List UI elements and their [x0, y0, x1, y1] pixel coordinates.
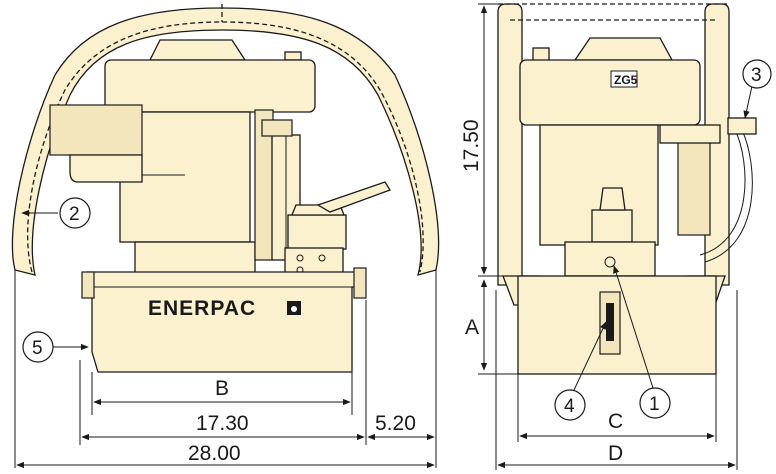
dimension-c-label: C [608, 410, 623, 433]
side-manifold [564, 241, 656, 277]
side-view: ZG5 [497, 3, 757, 375]
front-fill-cap [284, 51, 302, 61]
side-dimensions: 17.50 A C D [460, 3, 738, 470]
svg-text:1: 1 [649, 394, 660, 415]
callout-4 [554, 389, 586, 421]
dimension-28-00-label: 28.00 [188, 442, 241, 465]
brand-logo: ENERPAC [148, 297, 256, 320]
side-motor-cap [573, 37, 674, 61]
callout-1 [639, 387, 671, 419]
dimension-5-20-label: 5.20 [375, 412, 416, 435]
dimension-17-30-label: 17.30 [196, 412, 249, 435]
dimension-d-label: D [608, 442, 623, 465]
svg-text:2: 2 [69, 204, 80, 225]
dimension-a-label: A [465, 316, 479, 339]
dimension-b-label: B [215, 377, 229, 400]
callout-2 [59, 197, 91, 229]
side-model-badge [610, 70, 638, 88]
front-motor-top [104, 59, 316, 113]
front-motor-cap [148, 39, 247, 61]
front-electrical-box [49, 104, 143, 156]
front-valve-handle [316, 181, 391, 213]
callouts: 2 5 3 1 4 [21, 59, 772, 421]
side-motor-top [519, 59, 701, 126]
side-valve-stack [591, 209, 633, 243]
dimension-17-50-label: 17.50 [460, 119, 483, 172]
front-valve-block [287, 214, 347, 250]
front-view: ENERPAC [11, 4, 440, 373]
front-dimensions: B 17.30 5.20 28.00 [14, 270, 437, 469]
svg-text:ZG5: ZG5 [614, 73, 638, 87]
callout-3 [742, 59, 772, 89]
svg-text:3: 3 [751, 65, 762, 86]
svg-text:5: 5 [32, 338, 43, 359]
front-motor-base [134, 241, 256, 275]
front-cage-dashed-outline [26, 21, 424, 273]
side-filter [677, 139, 711, 236]
side-hose [699, 129, 746, 256]
svg-text:4: 4 [564, 396, 575, 417]
front-roll-cage [11, 7, 440, 276]
side-cage-left [497, 3, 523, 286]
callout-5 [22, 331, 54, 363]
